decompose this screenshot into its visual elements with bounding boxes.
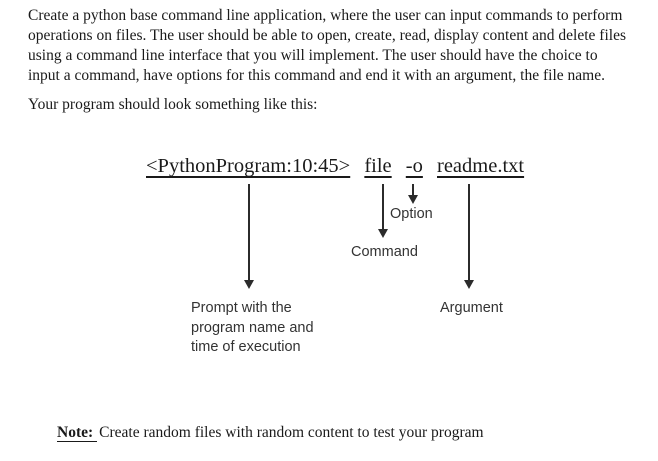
argument-text: readme.txt (437, 155, 525, 177)
prompt-text: <PythonProgram:10:45> (146, 155, 351, 177)
command-arrowhead-icon (378, 229, 388, 238)
argument-arrow-line (468, 184, 470, 281)
option-arrowhead-icon (408, 195, 418, 204)
command-annotation-label: Command (351, 244, 418, 260)
note-line: Note:Create random files with random con… (57, 424, 484, 442)
prompt-arrow-line (248, 184, 250, 281)
argument-arrowhead-icon (464, 280, 474, 289)
option-annotation-label: Option (390, 206, 433, 222)
prompt-arrowhead-icon (244, 280, 254, 289)
option-text: -o (405, 155, 423, 177)
option-arrow-line (412, 184, 414, 196)
note-label: Note: (57, 424, 98, 442)
prompt-annotation-label: Prompt with the program name and time of… (191, 300, 314, 355)
command-line-example: <PythonProgram:10:45> file -o readme.txt (146, 155, 524, 178)
command-arrow-line (382, 184, 384, 230)
command-text: file (364, 155, 392, 177)
lead-in-text: Your program should look something like … (28, 96, 318, 113)
intro-paragraph: Create a python base command line applic… (28, 7, 626, 84)
argument-annotation-label: Argument (440, 300, 503, 316)
note-text: Create random files with random content … (99, 424, 484, 441)
